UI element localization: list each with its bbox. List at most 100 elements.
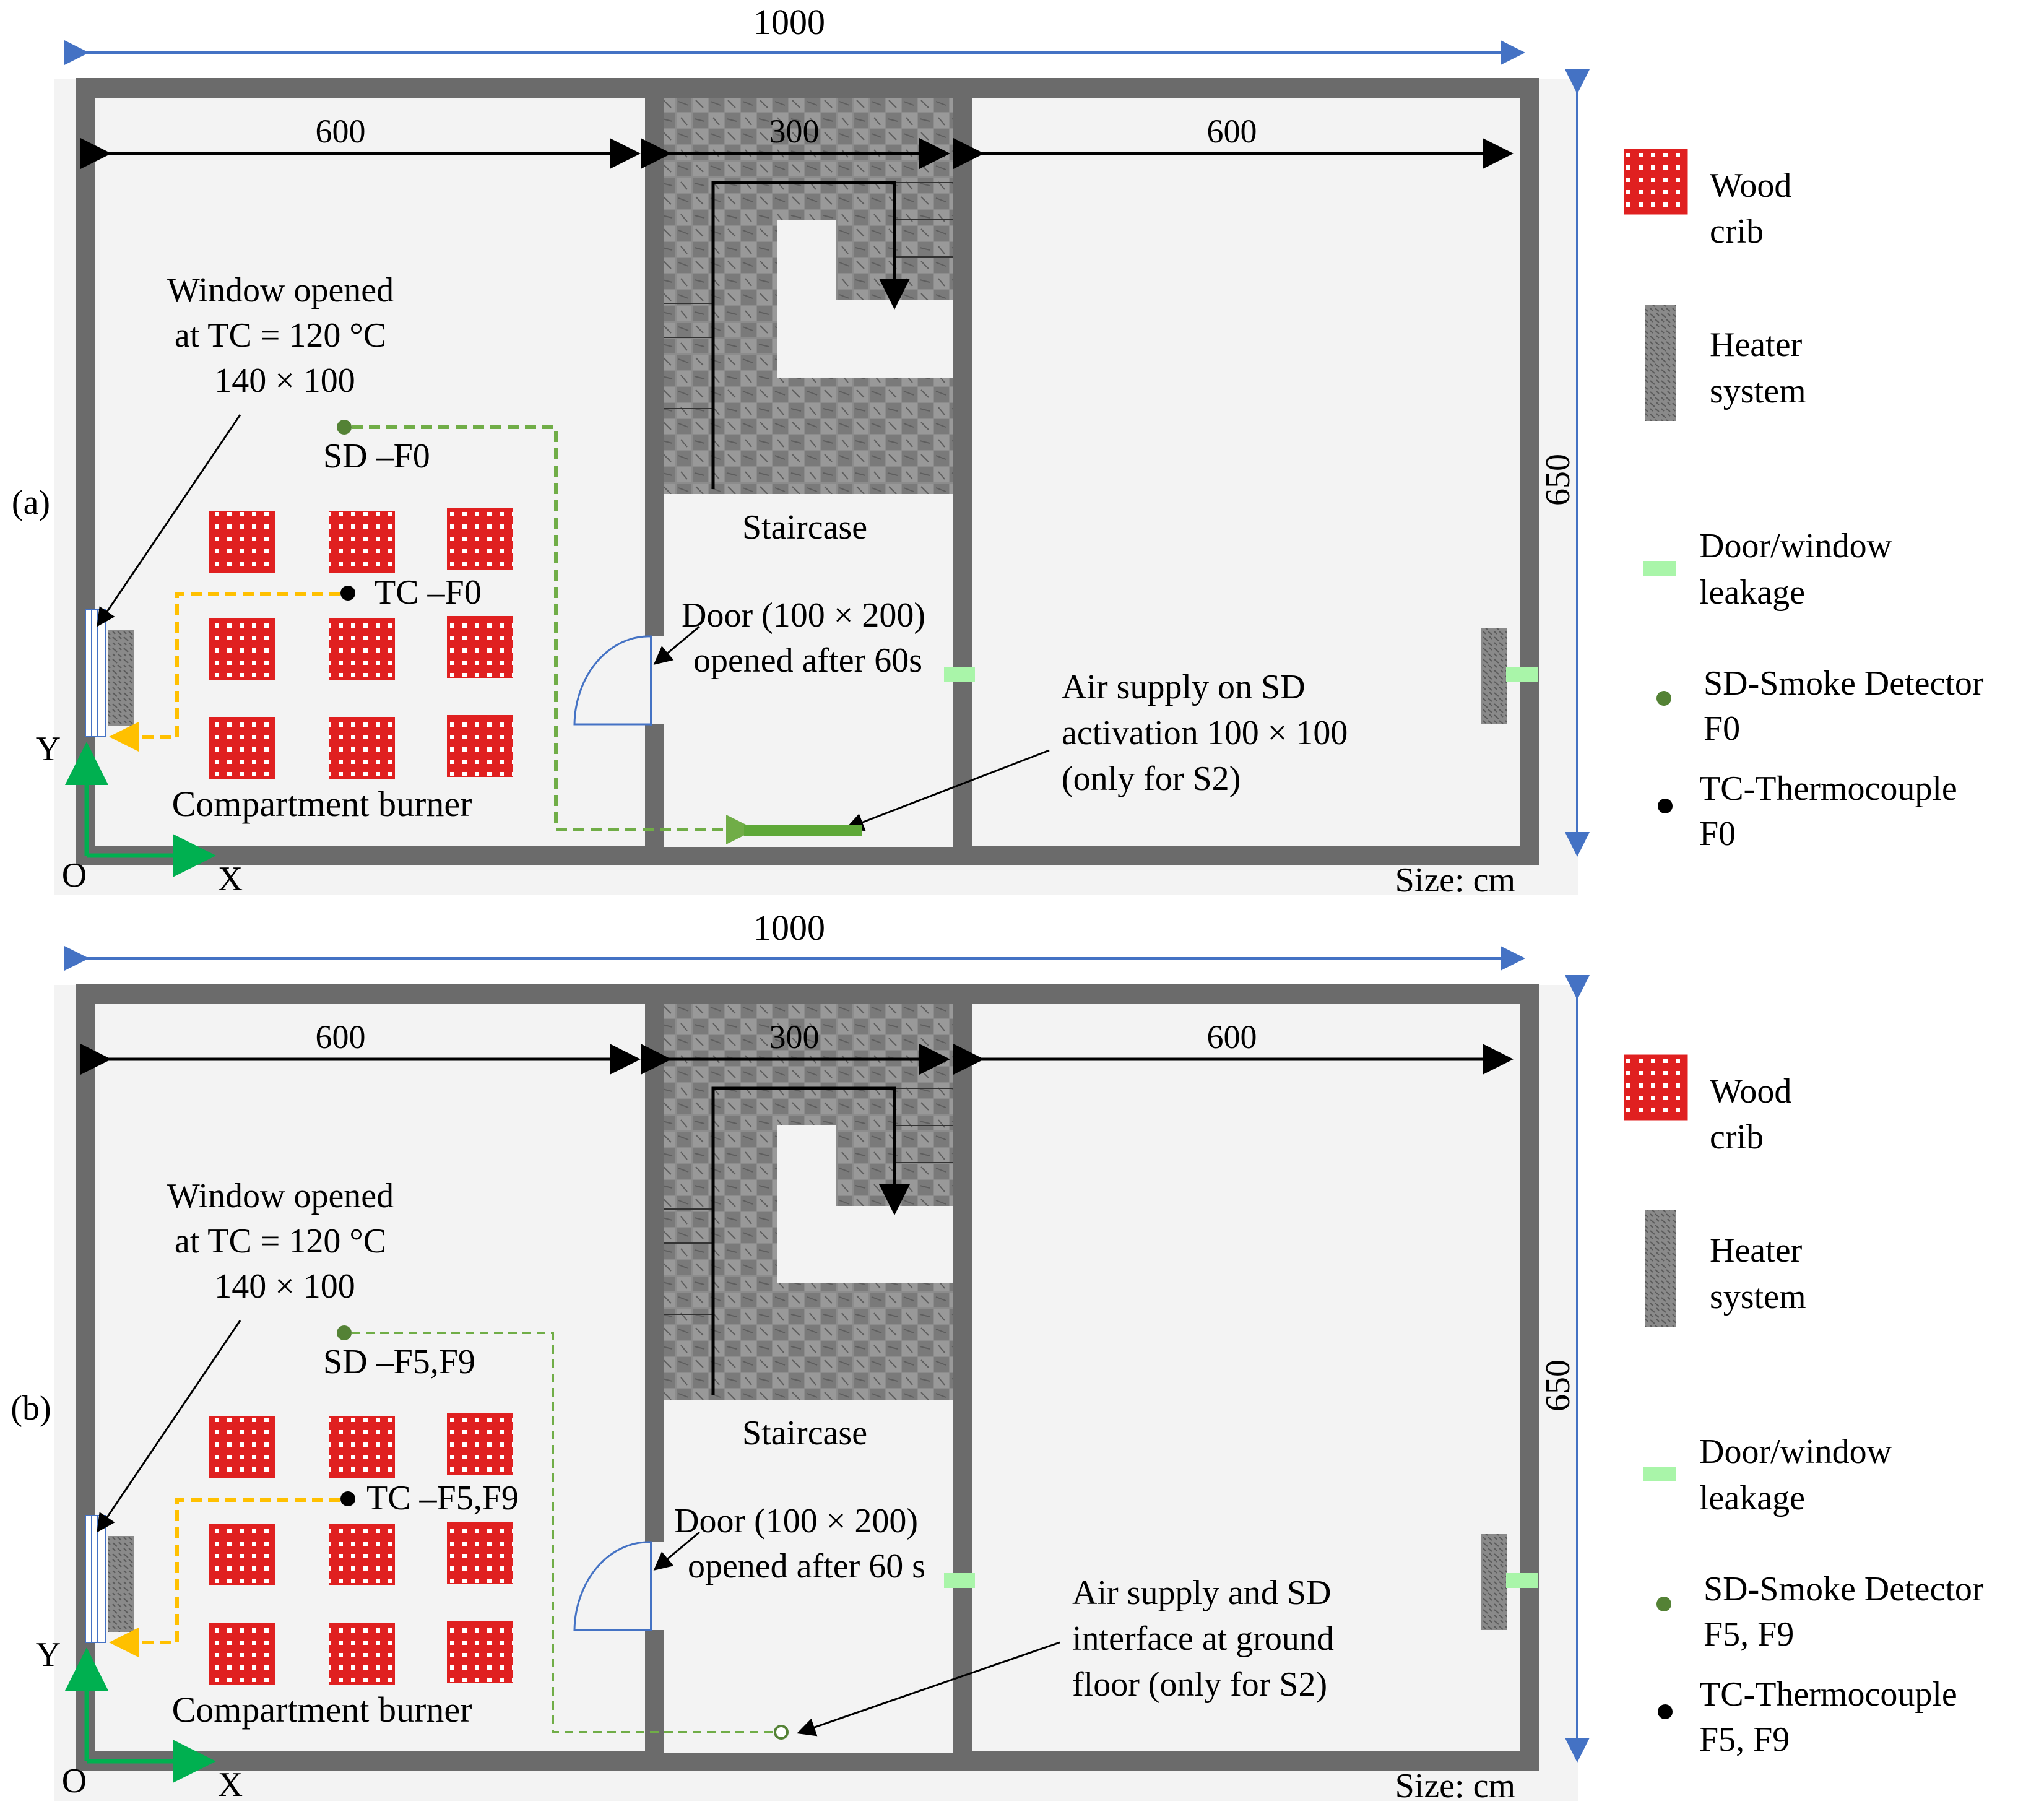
outer-wall [76,984,1539,1771]
air-supply-vent [744,825,862,836]
legend-tc-text: TC-Thermocouple F5, F9 [1699,1675,1966,1759]
thermocouple-dot [340,586,355,601]
wood-crib [329,618,395,680]
air-supply-note: Air supply and SD interface at ground fl… [1072,1574,1343,1704]
y-axis-label: Y [36,1636,61,1674]
staircase-label: Staircase [742,508,867,547]
legend-tc-dot [1658,799,1673,813]
staircase-label: Staircase [742,1414,867,1452]
window [85,609,106,737]
panel-a-air-supply [352,425,862,844]
panel-label: (a) [12,484,50,522]
legend-tc-dot [1658,1704,1673,1719]
staircase-landing [662,494,953,847]
leakage-stair [944,1573,975,1588]
door-pointer [653,625,700,665]
legend-sd-text: SD-Smoke Detector F0 [1704,664,1993,748]
legend-wood-crib-swatch [1624,1054,1688,1121]
stair-width-label: 300 [769,113,820,150]
left-room-width-label: 600 [316,1018,366,1056]
heater-left [108,630,134,726]
leakage-stair [944,667,975,682]
legend-sd-dot [1656,1597,1671,1611]
thermocouple-dot [340,1491,355,1506]
panel-a: 1000 600 300 600 [12,2,1993,900]
heater-right [1481,628,1507,724]
wood-crib [447,616,513,678]
wood-crib [209,1416,275,1478]
legend-leakage-swatch [1643,561,1676,576]
legend-wood-crib-text: Wood crib [1710,1072,1800,1156]
wood-crib [329,717,395,779]
legend-sd-dot [1656,691,1671,706]
legend-heater-text: Heater system [1710,326,1811,410]
window-note: Window opened at TC = 120 °C 140 × 100 [167,271,402,400]
door-note: Door (100 × 200) opened after 60s [682,596,934,680]
wood-crib [329,1416,395,1478]
right-stair-wall [953,88,972,856]
overall-width-label: 1000 [753,908,825,948]
height-label: 650 [1539,1359,1577,1412]
legend: Wood crib Heater system Door/window leak… [1624,1054,1984,1759]
wood-crib [447,1522,513,1584]
size-unit-label: Size: cm [1395,861,1515,900]
heater-right [1481,1534,1507,1630]
wood-crib [329,1623,395,1685]
window-pointer [97,1320,241,1533]
origin-label: O [62,856,87,895]
wood-crib [329,1524,395,1585]
wood-crib [209,511,275,573]
stair-step-lines [662,182,953,409]
wood-crib [209,1623,275,1685]
wood-crib [209,1524,275,1585]
legend-heater-swatch [1645,1210,1676,1327]
door [573,1541,652,1631]
right-room-width-label: 600 [1207,1018,1257,1056]
stair-void [777,220,953,378]
right-room-width-label: 600 [1207,113,1257,150]
burner-label: Compartment burner [172,1689,472,1730]
left-room-width-label: 600 [316,113,366,150]
sd-label: SD –F0 [323,437,430,475]
stair-direction-arrow [711,1086,910,1395]
sd-interface-point [774,1725,789,1740]
x-axis-label: X [218,1766,243,1804]
height-label: 650 [1539,454,1577,506]
staircase-landing [662,1400,953,1753]
overall-width-label: 1000 [753,2,825,42]
wood-cribs [209,1413,513,1685]
right-stair-wall [953,994,972,1761]
legend-leakage-text: Door/window leakage [1699,1433,1900,1517]
sd-label: SD –F5,F9 [323,1343,475,1381]
sd-signal-path [352,425,756,844]
legend-heater-text: Heater system [1710,1231,1811,1316]
panel-label: (b) [11,1389,51,1428]
tc-window-signal [109,592,340,752]
wood-crib [209,717,275,779]
leakage-right [1506,1573,1538,1588]
door-note: Door (100 × 200) opened after 60 s [674,1502,927,1585]
smoke-detector-dot [337,1325,352,1340]
outer-wall [76,78,1539,865]
size-unit-label: Size: cm [1395,1767,1515,1805]
wood-crib [447,508,513,570]
y-axis-label: Y [36,730,61,768]
air-supply-pointer [797,1641,1060,1737]
legend-wood-crib-text: Wood crib [1710,167,1800,251]
window [85,1515,106,1643]
tc-label: TC –F5,F9 [366,1479,519,1517]
legend-leakage-swatch [1643,1467,1676,1481]
sd-signal-path [352,1332,774,1733]
legend-tc-text: TC-Thermocouple F0 [1699,770,1966,853]
tc-label: TC –F0 [375,573,482,612]
stair-direction-arrow [711,181,910,489]
wood-crib [447,1621,513,1683]
panel-b-sd-interface [352,1332,789,1740]
stair-width-label: 300 [769,1018,820,1056]
left-stair-wall-upper [645,994,664,1542]
window-pointer [97,414,241,627]
burner-label: Compartment burner [172,784,472,824]
legend-wood-crib-swatch [1624,149,1688,215]
heater-left [108,1536,134,1632]
door-pointer [653,1531,700,1571]
